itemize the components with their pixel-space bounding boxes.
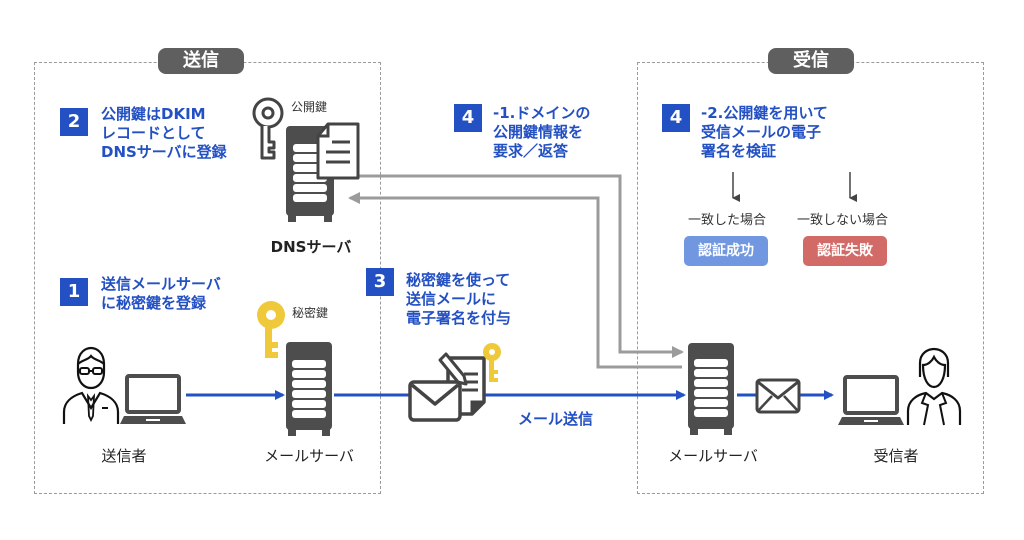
dns-server-label: DNSサーバ <box>270 238 352 256</box>
public-key-icon <box>252 97 284 160</box>
arrow-dns-request <box>348 192 682 369</box>
sender-label: 送信者 <box>101 447 147 465</box>
receiver-person-icon <box>906 347 962 426</box>
send-zone-tag: 送信 <box>158 48 244 74</box>
envelope-icon <box>755 378 801 414</box>
send-mail-server-icon <box>286 342 332 436</box>
recv-mail-server-icon <box>688 343 734 435</box>
private-key-label: 秘密鍵 <box>292 306 329 320</box>
mail-send-label: メール送信 <box>518 410 594 428</box>
mismatch-label: 一致しない場合 <box>797 213 889 228</box>
auth-success-badge: 認証成功 <box>684 236 768 266</box>
receiver-label: 受信者 <box>873 447 919 465</box>
step-3-text: 秘密鍵を使って 送信メールに 電子署名を付与 <box>406 271 512 327</box>
step-4-2-text: -2.公開鍵を用いて 受信メールの電子 署名を検証 <box>701 104 828 160</box>
step-1-badge: 1 <box>60 278 88 306</box>
step-4-1-text: -1.ドメインの 公開鍵情報を 要求／返答 <box>493 104 591 160</box>
recv-mail-server-label: メールサーバ <box>668 447 758 465</box>
step-4-2-badge: 4 <box>662 104 690 132</box>
match-label: 一致した場合 <box>688 213 767 228</box>
step-2-badge: 2 <box>60 108 88 136</box>
public-key-label: 公開鍵 <box>291 100 328 114</box>
document-icon <box>316 122 360 180</box>
step-4-1-badge: 4 <box>454 104 482 132</box>
step-3-badge: 3 <box>366 268 394 296</box>
auth-failure-badge: 認証失敗 <box>803 236 887 266</box>
sender-person-icon <box>62 346 120 424</box>
signed-mail-icon <box>408 343 501 422</box>
step-2-text: 公開鍵はDKIM レコードとして DNSサーバに登録 <box>101 105 227 161</box>
private-key-icon <box>257 301 285 358</box>
receive-zone-tag: 受信 <box>768 48 854 74</box>
receiver-laptop-icon <box>838 375 904 425</box>
step-1-text: 送信メールサーバ に秘密鍵を登録 <box>101 275 221 312</box>
sender-laptop-icon <box>120 374 186 424</box>
send-mail-server-label: メールサーバ <box>264 447 354 465</box>
arrow-dns-response <box>358 174 684 358</box>
